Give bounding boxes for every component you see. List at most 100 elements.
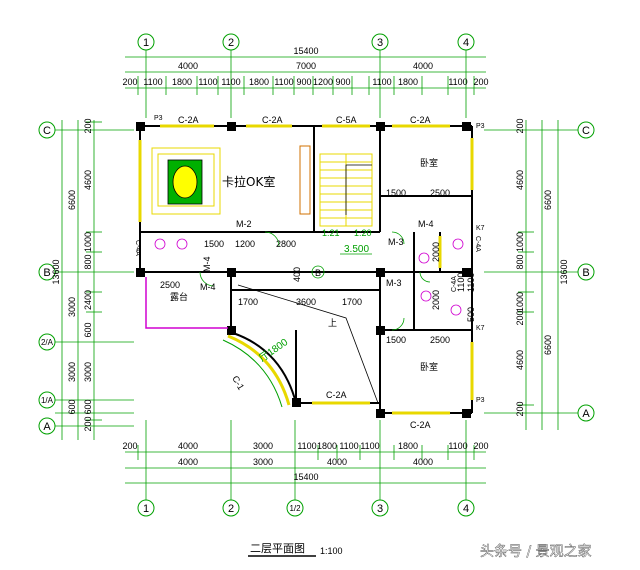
dim-bot-r1-7: 1800 (398, 441, 418, 451)
stair-label-0: 1:21 (322, 228, 340, 238)
dim-right-in-0: 200 (515, 118, 525, 133)
dim-in-2: 2800 (276, 239, 296, 249)
axis-bottom-4: 4 (463, 503, 469, 515)
dim-in-1: 1200 (235, 239, 255, 249)
door-swings (199, 231, 431, 331)
dim-in-5: 1700 (342, 297, 362, 307)
tag-c4a-left: C-4A (134, 240, 141, 256)
dim-in-3: 1700 (238, 297, 258, 307)
dim-top-r1-2: 4000 (413, 61, 433, 71)
dim-in-12: 2000 (431, 290, 441, 310)
windows (138, 124, 474, 415)
dim-in-15: 1100 (466, 273, 476, 292)
dim-bot-r2-0: 4000 (178, 457, 198, 467)
axis-top-4: 4 (463, 37, 469, 49)
axis-bottom-half: 1/2 (289, 504, 301, 513)
dim-top-r2-0: 200 (122, 77, 137, 87)
axis-mid-b: B (315, 268, 321, 278)
axis-left-2a: 2/A (41, 338, 54, 347)
dim-bot-r1-5: 1100 (339, 441, 358, 451)
tag-c2a-1: C-2A (178, 115, 199, 125)
dim-in-11: 2000 (431, 242, 441, 262)
tag-m4b: M-4 (202, 257, 212, 273)
dim-top-r2-5: 1800 (249, 77, 269, 87)
room-karaoke: 卡拉OK室 (222, 174, 275, 189)
axis-top-3: 3 (377, 37, 383, 49)
dim-left-in-1: 4600 (83, 170, 93, 190)
tag-m4c: M-4 (200, 282, 216, 292)
drawing-scale: 1:100 (320, 546, 343, 556)
stair-label-1: 1:20 (354, 228, 372, 238)
dim-bot-r1-9: 200 (473, 441, 488, 451)
dim-left-in-5: 600 (83, 322, 93, 337)
axis-left-b: B (43, 267, 50, 279)
dim-top-r1-1: 7000 (296, 61, 316, 71)
dim-right-in-6: 4600 (515, 350, 525, 370)
dim-bot-r1-6: 1100 (360, 441, 379, 451)
dim-in-0: 1500 (204, 239, 224, 249)
dim-right-in-3: 800 (515, 254, 525, 269)
dim-in-8: 1500 (386, 335, 406, 345)
dim-bot-r2-1: 3000 (253, 457, 273, 467)
dim-bot-r2-2: 4000 (327, 457, 347, 467)
axis-left-c: C (43, 125, 51, 137)
dim-bot-r1-4: 1800 (317, 441, 337, 451)
axis-bottom-2: 2 (228, 503, 234, 515)
dim-in-7: 2500 (430, 188, 450, 198)
dim-left-in-6: 3000 (83, 362, 93, 382)
axis-right-a: A (582, 408, 590, 420)
dimension-lines (55, 50, 578, 500)
axis-left-1a: 1/A (41, 396, 54, 405)
dim-top-r2-8: 1200 (313, 77, 333, 87)
dim-in-16: 400 (292, 267, 302, 282)
dim-in-13: 500 (466, 307, 476, 322)
dim-top-r2-7: 900 (296, 77, 311, 87)
dim-left-total: 13600 (51, 259, 61, 284)
dim-top-r2-2: 1800 (172, 77, 192, 87)
room-bedroom-top: 卧室 (420, 157, 438, 169)
dim-top-r1-0: 4000 (178, 61, 198, 71)
dim-in-6: 1500 (386, 188, 406, 198)
tag-c4a-right: C-4A (474, 236, 481, 252)
dim-bot-total: 15400 (293, 472, 318, 482)
dim-top-r2-10: 1100 (372, 77, 391, 87)
dim-top-r2-12: 1100 (448, 77, 467, 87)
tag-m4a: M-4 (418, 219, 434, 229)
dim-left-mid-3: 600 (67, 399, 77, 414)
room-bedroom-bottom: 卧室 (420, 361, 438, 373)
dim-bot-r1-8: 1100 (448, 441, 467, 451)
tag-m3b: M-3 (386, 278, 402, 288)
dim-left-in-0: 200 (83, 118, 93, 133)
dim-left-in-3: 800 (83, 254, 93, 269)
elevation-mark: 3.500 (344, 244, 369, 255)
tag-p3-br: P3 (476, 397, 485, 404)
stairs-up-label: 上 (328, 318, 337, 329)
stair-run-lines (237, 284, 379, 404)
tag-p3-tr: P3 (476, 123, 485, 130)
tag-k7b: K7 (476, 325, 485, 332)
dim-right-in-2: 1000 (515, 232, 525, 252)
dim-left-mid-1: 3000 (67, 297, 77, 317)
tag-m2: M-2 (236, 219, 252, 229)
dim-in-10: 2500 (160, 280, 180, 290)
stair-arrow (345, 164, 372, 215)
dim-top-r2-4: 1100 (221, 77, 240, 87)
dim-top-r2-6: 1100 (274, 77, 293, 87)
dim-bot-r2-3: 4000 (413, 457, 433, 467)
tag-p3-tl: P3 (154, 115, 163, 122)
dim-right-in-1: 4600 (515, 170, 525, 190)
dim-left-in-8: 200 (83, 416, 93, 431)
dim-top-r2-1: 1100 (143, 77, 162, 87)
tag-c2a-3: C-2A (410, 115, 431, 125)
drawing-title: 二层平面图 (250, 542, 305, 555)
dim-top-r2-9: 900 (335, 77, 350, 87)
axis-top-1: 1 (143, 37, 149, 49)
dim-right-in-4: 1000 (515, 292, 525, 312)
balcony-railing (145, 277, 228, 329)
tag-k7a: K7 (476, 225, 485, 232)
sofa-set (151, 147, 221, 215)
tag-c4a-mid: C-4A (451, 276, 458, 292)
axis-left-a: A (43, 421, 51, 433)
dim-bot-r1-0: 200 (122, 441, 137, 451)
